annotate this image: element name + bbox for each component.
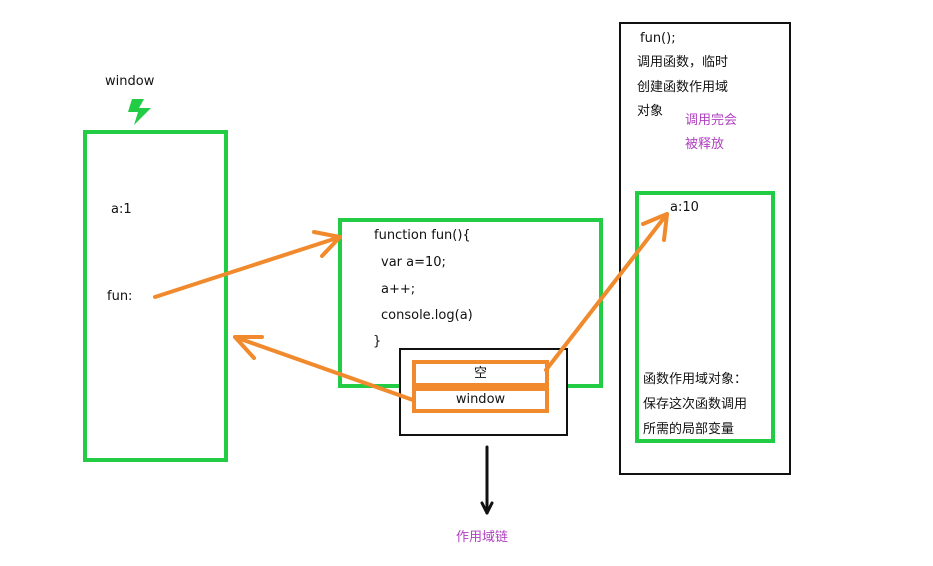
function-line-5: } bbox=[373, 334, 382, 349]
arrow-scopechain-to-function-scope bbox=[544, 212, 669, 372]
window-var-a: a:1 bbox=[111, 202, 132, 217]
arrowhead-to-scope-chain-label bbox=[480, 501, 494, 515]
window-var-fun: fun: bbox=[107, 289, 133, 304]
scope-chain-slot-window-text: window bbox=[455, 392, 506, 407]
call-desc-line-2: 创建函数作用域 bbox=[637, 80, 729, 95]
release-note-line-1: 调用完会 bbox=[685, 113, 738, 128]
window-scope-box bbox=[83, 130, 228, 462]
function-line-1: function fun(){ bbox=[374, 228, 471, 243]
call-desc-line-3: 对象 bbox=[637, 104, 664, 119]
arrow-scopechain-to-window bbox=[233, 335, 415, 402]
scope-desc-line-1: 函数作用域对象： bbox=[643, 372, 748, 387]
scope-chain-slot-empty: 空 bbox=[412, 360, 549, 387]
local-var-a: a:10 bbox=[670, 200, 699, 215]
call-panel bbox=[619, 22, 791, 475]
function-line-3: a++; bbox=[381, 282, 416, 297]
arrowhead-scopechain-to-window bbox=[233, 335, 264, 360]
arrow-fun-to-function bbox=[153, 235, 342, 299]
call-desc-line-1: 调用函数，临时 bbox=[637, 55, 729, 70]
function-line-4: console.log(a) bbox=[381, 308, 473, 323]
scope-desc-line-3: 所需的局部变量 bbox=[643, 422, 735, 437]
window-label: window bbox=[105, 74, 155, 89]
release-note-line-2: 被释放 bbox=[685, 137, 725, 152]
function-line-2: var a=10; bbox=[381, 255, 446, 270]
call-expression: fun(); bbox=[640, 31, 676, 46]
scope-desc-line-2: 保存这次函数调用 bbox=[643, 397, 748, 412]
arrowhead-scopechain-to-function-scope bbox=[641, 212, 669, 242]
scope-chain-slot-empty-text: 空 bbox=[473, 366, 487, 381]
function-scope-object-box bbox=[635, 191, 775, 443]
arrowhead-fun-to-function bbox=[312, 230, 342, 258]
lightning-icon bbox=[128, 99, 151, 125]
scope-chain-label: 作用域链 bbox=[456, 530, 509, 545]
